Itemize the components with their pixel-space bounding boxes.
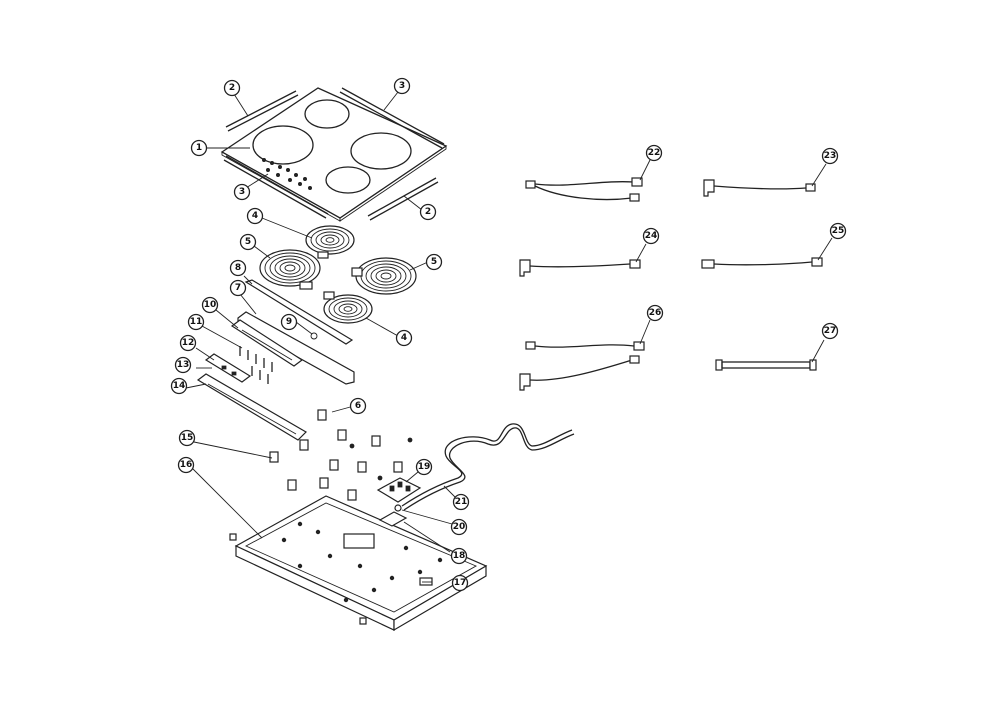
svg-text:5: 5 <box>431 257 437 267</box>
spring-pins <box>239 346 273 384</box>
svg-text:6: 6 <box>355 401 361 411</box>
svg-text:1: 1 <box>196 143 202 153</box>
callout-17: 17 <box>451 574 469 592</box>
svg-text:14: 14 <box>173 381 186 391</box>
callout-23: 23 <box>821 147 839 165</box>
callout-12: 12 <box>179 334 197 352</box>
svg-text:21: 21 <box>455 497 468 507</box>
callout-2a: 2 <box>223 79 241 97</box>
heater-small-back <box>305 225 355 259</box>
callout-1: 1 <box>190 139 208 157</box>
svg-text:4: 4 <box>401 333 407 343</box>
glass-ceramic-top <box>220 87 448 222</box>
bottom-housing <box>229 495 488 632</box>
button-frame <box>196 373 307 441</box>
callout-27: 27 <box>821 322 839 340</box>
harness-25 <box>701 257 823 269</box>
callout-3b: 3 <box>233 183 251 201</box>
callout-8: 8 <box>229 259 247 277</box>
power-cord <box>401 423 575 511</box>
callout-10: 10 <box>201 296 219 314</box>
callout-4a: 4 <box>246 207 264 225</box>
svg-text:2: 2 <box>425 207 431 217</box>
callout-20: 20 <box>450 518 468 536</box>
light-guide-block <box>204 353 252 383</box>
callout-5b: 5 <box>425 253 443 271</box>
svg-text:20: 20 <box>453 522 466 532</box>
callout-26: 26 <box>646 304 664 322</box>
svg-text:13: 13 <box>177 360 190 370</box>
svg-text:4: 4 <box>252 211 258 221</box>
housing-features <box>281 521 443 603</box>
svg-text:11: 11 <box>190 317 203 327</box>
callout-11: 11 <box>187 313 205 331</box>
svg-text:19: 19 <box>418 462 431 472</box>
callout-16: 16 <box>177 456 195 474</box>
trim-strip-left-back <box>225 90 299 132</box>
svg-text:3: 3 <box>239 187 245 197</box>
callout-21: 21 <box>452 493 470 511</box>
callout-2b: 2 <box>419 203 437 221</box>
callout-25: 25 <box>829 222 847 240</box>
svg-text:24: 24 <box>645 231 658 241</box>
harness-26 <box>519 341 645 391</box>
sensor-bracket <box>244 279 354 345</box>
trim-strip-left-front <box>223 155 329 219</box>
callout-4b: 4 <box>395 329 413 347</box>
terminal-block <box>376 477 422 503</box>
heater-large-right <box>351 257 417 295</box>
callout-13: 13 <box>174 356 192 374</box>
callout-15: 15 <box>178 429 196 447</box>
svg-text:27: 27 <box>824 326 837 336</box>
svg-text:8: 8 <box>235 263 241 273</box>
touch-controls-print <box>261 157 312 190</box>
callout-19: 19 <box>415 458 433 476</box>
part-callouts: 1 2 2 3 3 4 4 5 5 6 7 8 9 10 11 12 13 14… <box>170 77 847 592</box>
svg-text:12: 12 <box>182 338 195 348</box>
callout-14: 14 <box>170 377 188 395</box>
clips-and-fasteners <box>269 409 413 501</box>
svg-text:15: 15 <box>181 433 194 443</box>
svg-text:26: 26 <box>649 308 662 318</box>
cord-clamp <box>378 511 408 527</box>
harness-23 <box>703 179 816 197</box>
svg-text:16: 16 <box>180 460 193 470</box>
svg-text:17: 17 <box>454 578 467 588</box>
foot-clip <box>419 577 433 586</box>
callout-24: 24 <box>642 227 660 245</box>
trim-strip-right-front <box>367 177 439 221</box>
svg-text:9: 9 <box>286 317 292 327</box>
svg-text:23: 23 <box>824 151 837 161</box>
svg-text:2: 2 <box>229 83 235 93</box>
svg-text:25: 25 <box>832 226 845 236</box>
svg-text:10: 10 <box>204 300 217 310</box>
svg-text:5: 5 <box>245 237 251 247</box>
svg-text:22: 22 <box>648 148 661 158</box>
svg-text:7: 7 <box>235 283 241 293</box>
trim-strips <box>223 87 445 221</box>
control-pcb <box>230 319 304 367</box>
heater-small-front <box>323 291 373 324</box>
trim-strip-right-back <box>339 87 445 149</box>
heater-large-left <box>259 249 321 290</box>
ribbon-cable-27 <box>715 359 817 371</box>
cable-grommet <box>394 504 402 512</box>
callout-18: 18 <box>450 547 468 565</box>
harness-22 <box>525 177 643 202</box>
callout-7: 7 <box>229 279 247 297</box>
callout-5a: 5 <box>239 233 257 251</box>
svg-text:18: 18 <box>453 551 466 561</box>
callout-3a: 3 <box>393 77 411 95</box>
svg-text:3: 3 <box>399 81 405 91</box>
callout-6: 6 <box>349 397 367 415</box>
harness-24 <box>519 259 641 277</box>
radiant-heating-elements <box>259 225 417 324</box>
callout-22: 22 <box>645 144 663 162</box>
callout-9: 9 <box>280 313 298 331</box>
leader-lines <box>185 91 833 583</box>
